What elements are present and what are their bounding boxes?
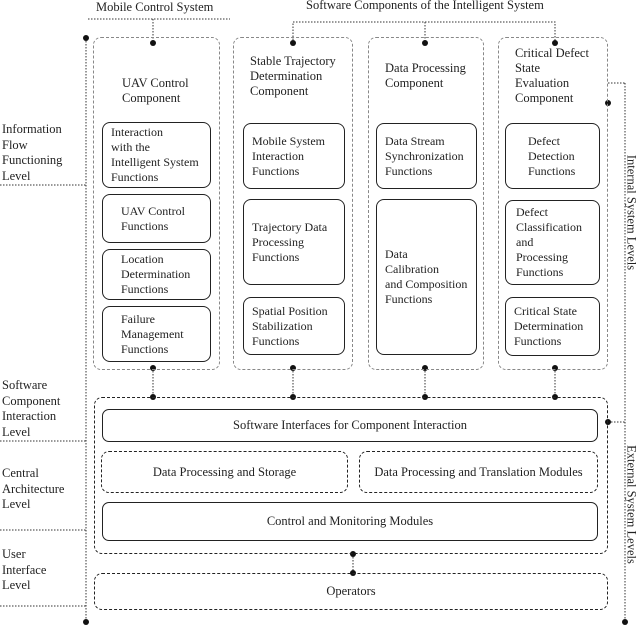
function-box: Data Stream Synchronization Functions xyxy=(376,123,477,189)
level-user-interface: User Interface Level xyxy=(2,547,47,592)
function-box: Mobile System Interaction Functions xyxy=(243,123,345,189)
function-box: Defect Classification and Processing Fun… xyxy=(505,200,600,285)
function-box: UAV Control Functions xyxy=(102,194,211,243)
central-architecture-container xyxy=(94,397,608,554)
internal-system-levels-label: Internal System Levels xyxy=(624,154,639,271)
function-box: Critical State Determination Functions xyxy=(505,297,600,356)
component-title: UAV Control Component xyxy=(122,76,189,105)
mobile-control-system-label: Mobile Control System xyxy=(96,0,214,14)
software-components-label: Software Components of the Intelligent S… xyxy=(306,0,544,12)
software-interfaces-box: Software Interfaces for Component Intera… xyxy=(102,409,598,442)
component-title: Critical Defect State Evaluation Compone… xyxy=(515,46,589,105)
data-processing-translation-box: Data Processing and Translation Modules xyxy=(359,451,598,493)
function-box: Data Calibration and Composition Functio… xyxy=(376,199,477,355)
function-box: Trajectory Data Processing Functions xyxy=(243,199,345,285)
function-box: Spatial Position Stabilization Functions xyxy=(243,297,345,355)
control-monitoring-box: Control and Monitoring Modules xyxy=(102,502,598,541)
component-title: Data Processing Component xyxy=(385,61,466,90)
level-central-architecture: Central Architecture Level xyxy=(2,466,65,511)
function-box: Defect Detection Functions xyxy=(505,123,600,189)
component-data-processing: Data Processing Component xyxy=(368,37,484,370)
external-system-levels-label: External System Levels xyxy=(624,445,639,564)
right-connectors xyxy=(608,82,625,423)
mobile-control-bracket xyxy=(88,18,230,43)
component-uav-control: UAV Control Component xyxy=(93,37,220,370)
data-processing-storage-box: Data Processing and Storage xyxy=(101,451,348,493)
level-information-flow: Information Flow Functioning Level xyxy=(2,122,63,183)
function-box: Failure Management Functions xyxy=(102,306,211,362)
operators-box: Operators xyxy=(94,573,608,610)
component-stable-trajectory: Stable Trajectory Determination Componen… xyxy=(233,37,353,370)
connector-dots xyxy=(83,35,628,625)
function-box: Location Determination Functions xyxy=(102,249,211,300)
software-components-bracket xyxy=(292,21,556,43)
level-software-component-interaction: Software Component Interaction Level xyxy=(2,378,61,439)
component-title: Stable Trajectory Determination Componen… xyxy=(250,54,336,98)
component-critical-defect: Critical Defect State Evaluation Compone… xyxy=(498,37,608,370)
level-separators xyxy=(0,184,86,607)
function-box: Interaction with the Intelligent System … xyxy=(102,122,211,188)
